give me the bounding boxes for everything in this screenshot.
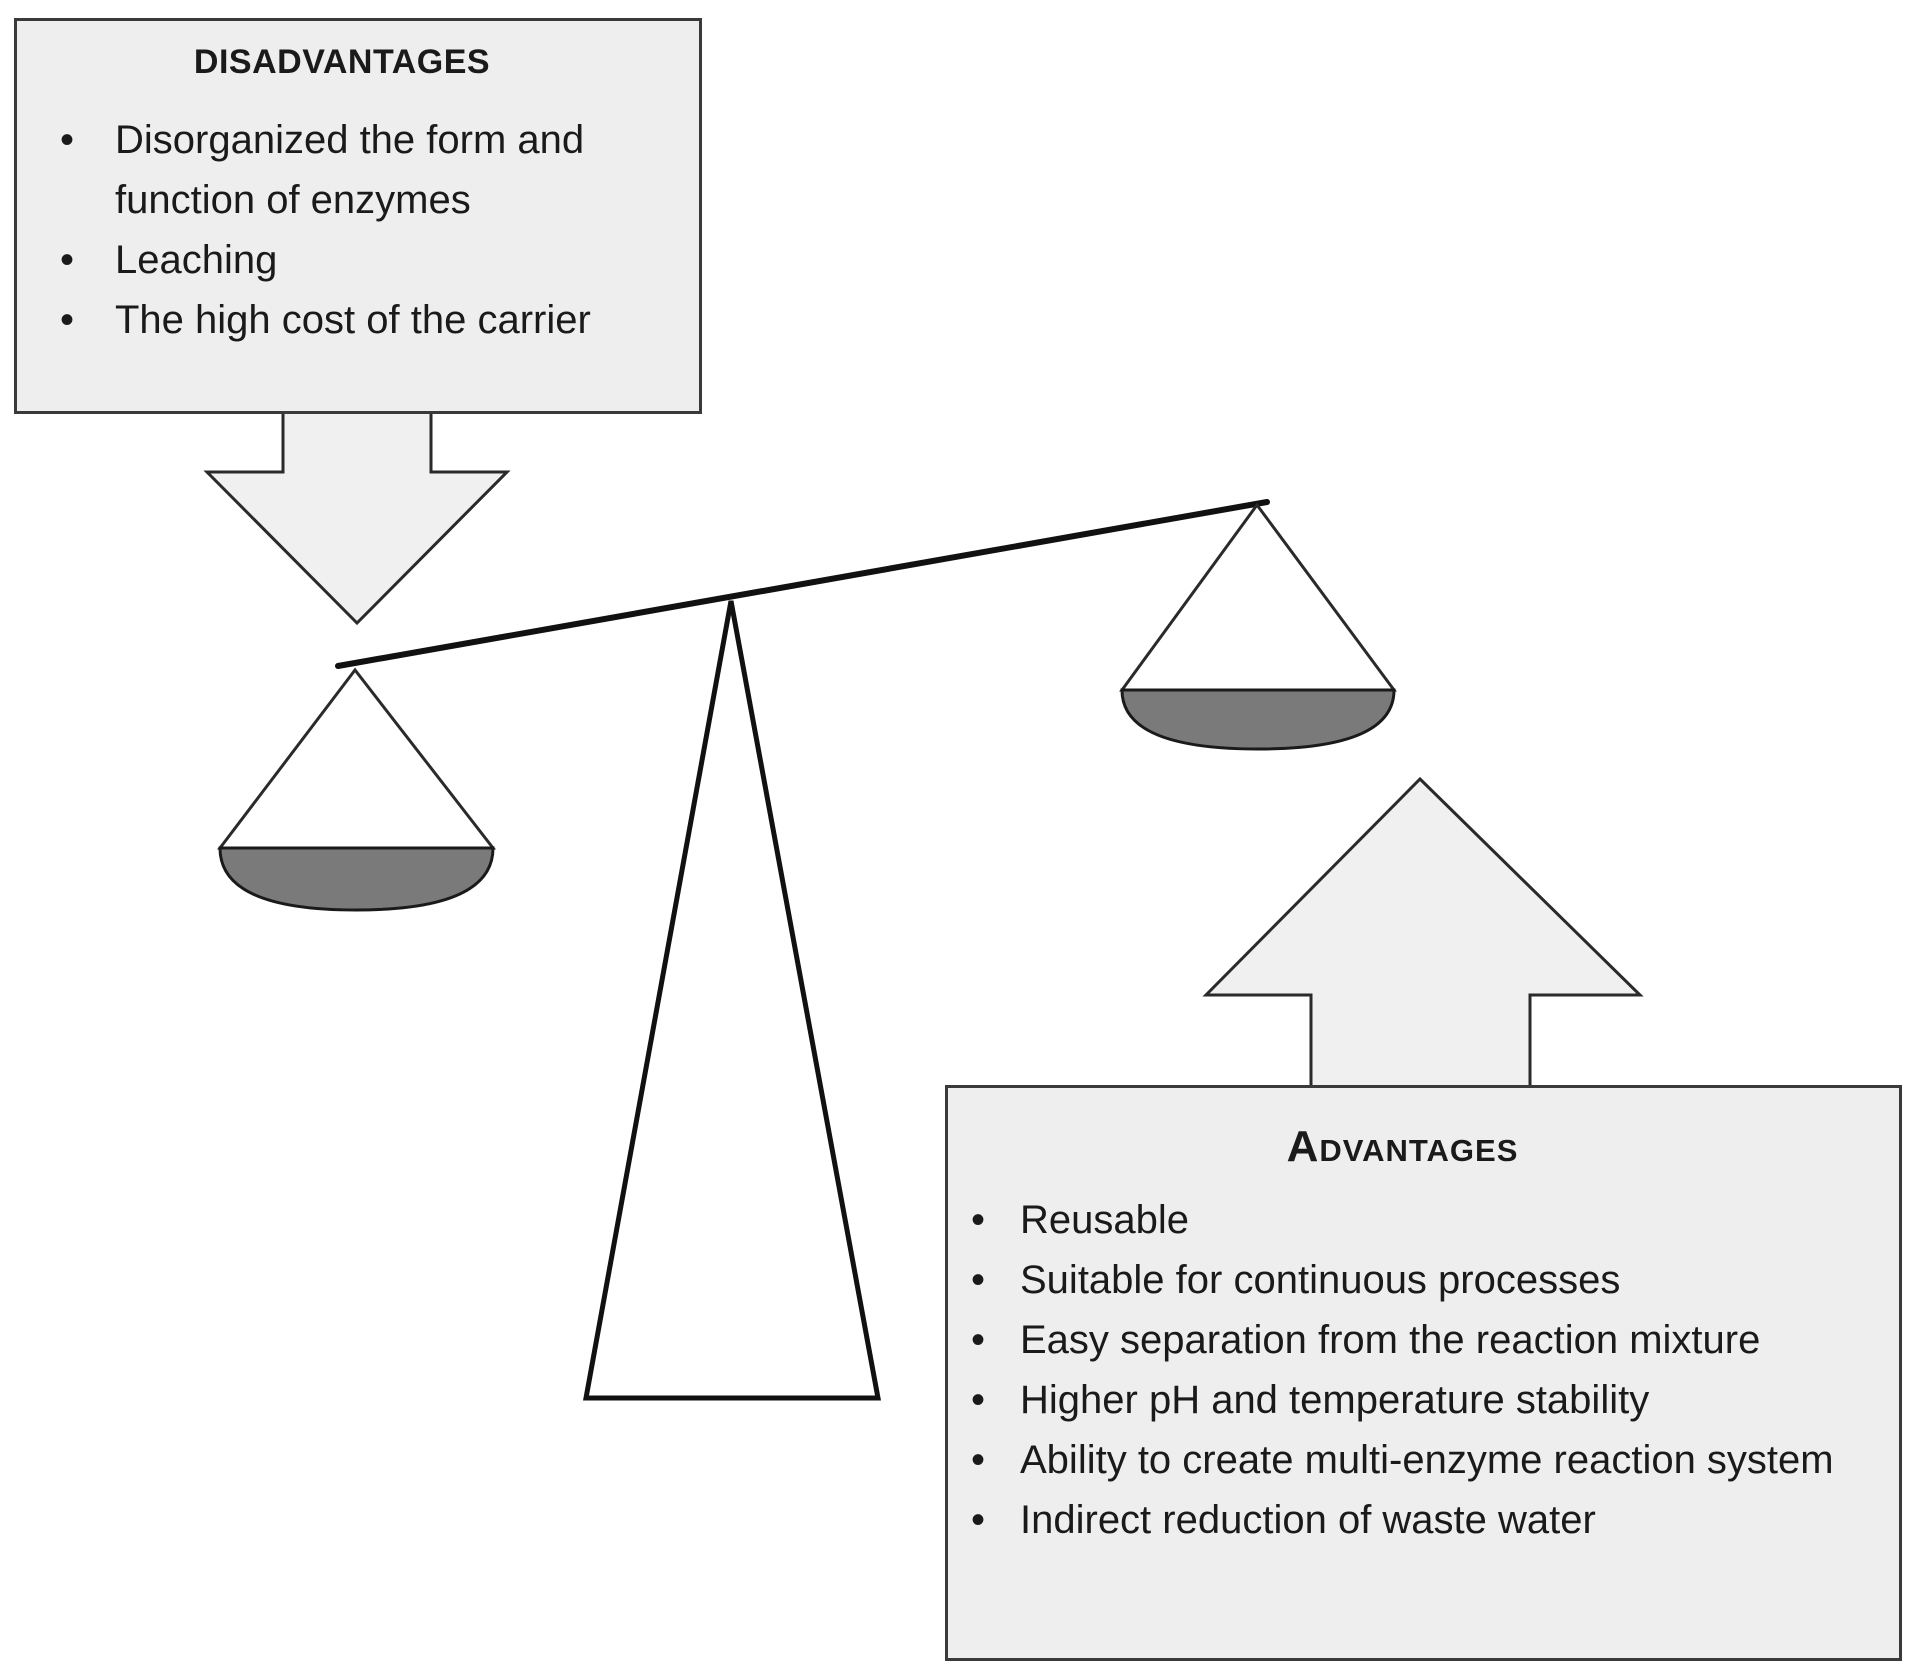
scale-beam (335, 499, 1270, 669)
list-item: • Suitable for continuous processes (948, 1250, 1879, 1310)
disadvantages-box: DISADVANTAGES • Disorganized the form an… (14, 18, 702, 414)
list-item-text: Easy separation from the reaction mixtur… (1020, 1318, 1761, 1362)
list-item: • The high cost of the carrier (43, 290, 673, 350)
advantages-list: • Reusable • Suitable for continuous pro… (948, 1190, 1879, 1550)
disadvantages-title: DISADVANTAGES (193, 43, 491, 81)
left-pan (216, 667, 497, 912)
bullet-icon: • (970, 1318, 985, 1362)
bullet-icon: • (970, 1198, 985, 1242)
bullet-icon: • (59, 118, 74, 162)
disadvantages-list: • Disorganized the form and function of … (43, 110, 673, 350)
list-item: • Easy separation from the reaction mixt… (948, 1310, 1879, 1370)
list-item-text: Indirect reduction of waste water (1020, 1498, 1596, 1542)
right-pan-strings (1119, 502, 1397, 692)
bullet-icon: • (970, 1378, 985, 1422)
list-item: • Ability to create multi-enzyme reactio… (948, 1430, 1879, 1490)
left-pan-bowl (218, 846, 495, 912)
down-arrow (203, 409, 511, 626)
list-item: • Higher pH and temperature stability (948, 1370, 1879, 1430)
bullet-icon: • (59, 238, 74, 282)
list-item: • Reusable (948, 1190, 1879, 1250)
bullet-icon: • (970, 1438, 985, 1482)
scale-stand (583, 600, 882, 1401)
bullet-icon: • (970, 1258, 985, 1302)
right-pan (1119, 502, 1397, 751)
right-pan-bowl (1120, 688, 1396, 751)
advantages-title: Advantages (1286, 1122, 1519, 1171)
list-item: • Leaching (43, 230, 673, 290)
up-arrow (1202, 776, 1644, 1090)
list-item: • Disorganized the form and function of … (43, 110, 673, 230)
bullet-icon: • (59, 298, 74, 342)
list-item-text: The high cost of the carrier (115, 298, 591, 342)
list-item-text: Ability to create multi-enzyme reaction … (1020, 1438, 1834, 1482)
list-item: • Indirect reduction of waste water (948, 1490, 1879, 1550)
left-pan-strings (216, 667, 497, 850)
list-item-text: Suitable for continuous processes (1020, 1258, 1621, 1302)
bullet-icon: • (970, 1498, 985, 1542)
list-item-text: Leaching (115, 238, 278, 282)
list-item-text: Disorganized the form and function of en… (115, 118, 585, 222)
list-item-text: Higher pH and temperature stability (1020, 1378, 1650, 1422)
list-item-text: Reusable (1020, 1198, 1190, 1242)
advantages-box: Advantages • Reusable • Suitable for con… (945, 1085, 1902, 1661)
